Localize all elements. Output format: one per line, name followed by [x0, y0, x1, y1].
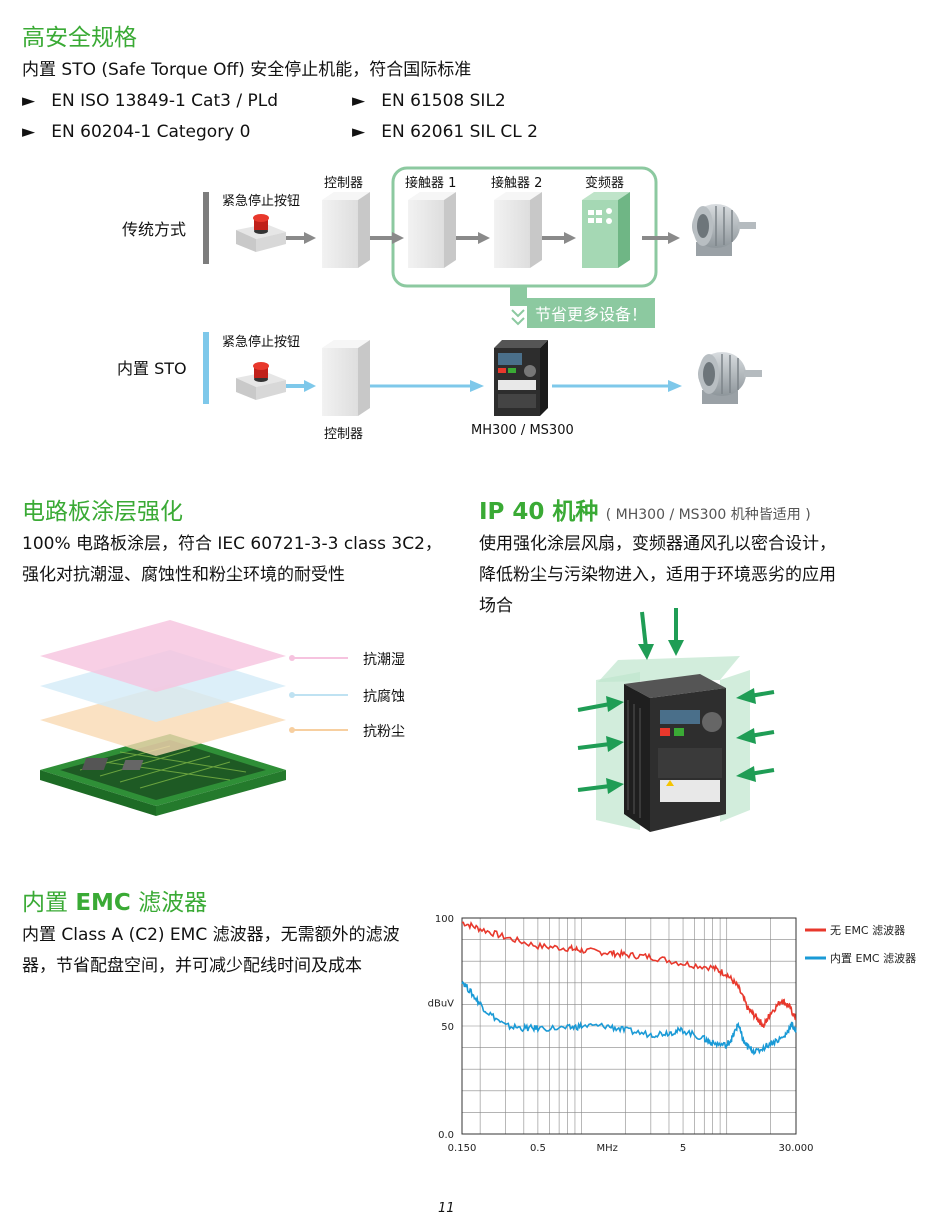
bullet-marker: ► [352, 122, 366, 142]
controller-box [322, 340, 370, 416]
bullet-marker: ► [22, 122, 36, 142]
legend-label: 无 EMC 滤波器 [830, 924, 905, 937]
emc-title: 内置 EMC 滤波器 [22, 890, 208, 916]
y-tick-label: 100 [435, 914, 454, 925]
traditional-bar [203, 192, 209, 264]
contactor-2-box [494, 192, 542, 268]
contactor-1-box [408, 192, 456, 268]
savings-badge: 节省更多设备！ [527, 298, 656, 328]
arrow-icon [668, 232, 680, 244]
motor-icon [692, 204, 756, 256]
standard-item: ► EN 60204-1 Category 0 [22, 122, 251, 142]
x-tick-label: 0.150 [448, 1143, 477, 1154]
ip40-note: ( MH300 / MS300 机种皆适用 ) [605, 507, 811, 523]
ip40-title: IP 40 机种 ( MH300 / MS300 机种皆适用 ) [479, 499, 811, 525]
arrow-icon [478, 232, 490, 244]
arrow-icon [304, 232, 316, 244]
estop-label: 紧急停止按钮 [222, 335, 301, 350]
arrow-icon [564, 232, 576, 244]
coating-layers-illustration [40, 620, 348, 816]
motor-icon [698, 352, 762, 404]
standard-item: ► EN ISO 13849-1 Cat3 / PLd [22, 91, 278, 111]
coating-text: 100% 电路板涂层，符合 IEC 60721-3-3 class 3C2， 强… [22, 534, 442, 585]
x-tick-label: 0.5 [530, 1143, 546, 1154]
builtin-bar [203, 332, 209, 404]
series-line [461, 980, 797, 1056]
bullet-marker: ► [352, 91, 366, 111]
traditional-label: 传统方式 [122, 220, 187, 239]
mh300-drive-icon [494, 340, 548, 416]
safety-title: 高安全规格 [22, 25, 137, 51]
x-tick-label: MHz [596, 1143, 617, 1154]
legend-label: 内置 EMC 滤波器 [830, 951, 916, 965]
builtin-sto-label: 内置 STO [117, 359, 187, 378]
layer-label-moisture: 抗潮湿 [363, 652, 405, 668]
safety-intro: 内置 STO (Safe Torque Off) 安全停止机能，符合国际标准 [22, 60, 472, 80]
arrow-icon [392, 232, 404, 244]
emc-text: 内置 Class A (C2) EMC 滤波器，无需额外的滤波 器，节省配盘空间… [22, 925, 400, 976]
plot-frame [461, 917, 797, 1135]
bullet-marker: ► [22, 91, 36, 111]
inverter-label: 变频器 [585, 176, 625, 191]
model-label: MH300 / MS300 [471, 423, 574, 438]
controller-label: 控制器 [324, 176, 364, 191]
estop-label: 紧急停止按钮 [222, 194, 301, 209]
arrow-icon [304, 380, 316, 392]
layer-label-corrosion: 抗腐蚀 [363, 689, 405, 705]
standard-item: ► EN 62061 SIL CL 2 [352, 122, 538, 142]
controller-box [322, 192, 370, 268]
y-tick-label: 0.0 [438, 1130, 454, 1141]
moisture-layer [40, 620, 286, 692]
x-tick-label: 5 [680, 1143, 686, 1154]
ip40-text: 使用强化涂层风扇，变频器通风孔以密合设计， 降低粉尘与污染物进入，适用于环境恶劣… [479, 534, 836, 616]
x-tick-label: 30.000 [779, 1143, 814, 1154]
double-chevron-icon [511, 309, 525, 326]
ip40-drive-illustration [577, 608, 775, 832]
pcb-board [40, 734, 286, 816]
series-line [462, 921, 797, 1028]
y-tick-label: 50 [441, 1022, 454, 1033]
estop-button-icon [236, 362, 286, 400]
y-axis-label: dBuV [428, 998, 455, 1009]
shield-panel [720, 670, 750, 822]
page-number: 11 [438, 1201, 455, 1216]
sto-diagram [203, 166, 762, 416]
standard-item: ► EN 61508 SIL2 [352, 91, 506, 111]
highlight-connector [510, 286, 527, 306]
coating-title: 电路板涂层强化 [22, 499, 183, 525]
airflow-arrows [577, 608, 775, 794]
layer-label-dust: 抗粉尘 [363, 724, 405, 740]
arrow-icon [668, 380, 682, 392]
estop-button-icon [236, 214, 286, 252]
arrow-icon [470, 380, 484, 392]
inverter-box [582, 192, 630, 268]
chart-grid [462, 917, 797, 1135]
contactor-2-label: 接触器 2 [491, 176, 543, 191]
ip40-drive-icon [624, 674, 726, 832]
emc-chart: 0.150 0.5 MHz 5 30.000 100 50 0.0 dBuV 无 EMC 滤波器… [428, 914, 917, 1154]
contactor-1-label: 接触器 1 [405, 176, 457, 191]
controller-label: 控制器 [324, 427, 364, 442]
